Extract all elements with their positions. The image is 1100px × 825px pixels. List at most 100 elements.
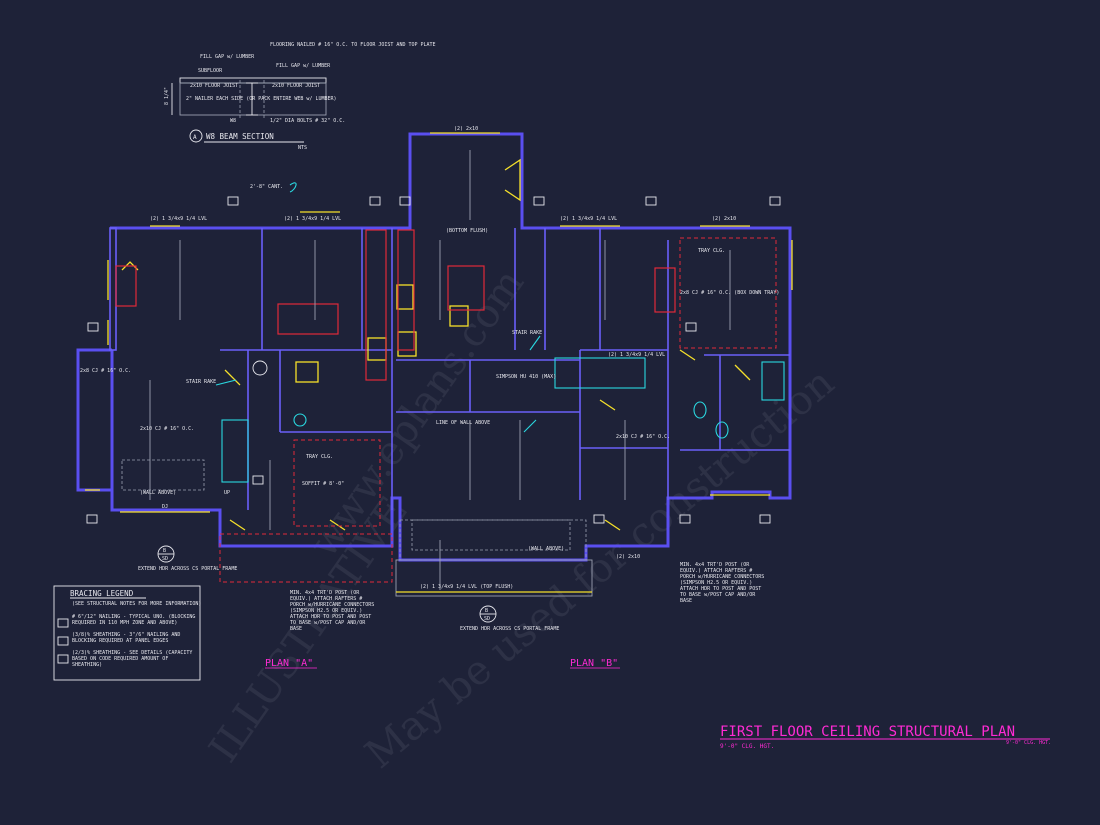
post-note-right: MIN. 4x4 TRT'D POST (OR EQUIV.) ATTACH R… bbox=[680, 562, 765, 604]
legend-symbol bbox=[57, 636, 69, 646]
bracing-tags bbox=[86, 196, 781, 524]
beam-section-scale: NTS bbox=[298, 145, 307, 151]
post-note-right-text: MIN. 4x4 TRT'D POST (OR EQUIV.) ATTACH R… bbox=[680, 562, 765, 604]
post-note-left-text: MIN. 4x4 TRT'D POST (OR EQUIV.) ATTACH R… bbox=[290, 590, 375, 632]
interior-wall bbox=[220, 228, 790, 510]
legend-subtitle: (SEE STRUCTURAL NOTES FOR MORE INFORMATI… bbox=[72, 601, 201, 607]
joist-note: 2x8 CJ # 16" O.C. (BOX DOWN TRAY) bbox=[680, 290, 779, 296]
porch-tray bbox=[219, 533, 393, 583]
legend-border bbox=[53, 585, 201, 681]
legend-item: (2/3)% SHEATHING - SEE DETAILS (CAPACITY… bbox=[72, 650, 193, 668]
tray-ceiling-note: TRAY CLG. bbox=[698, 248, 725, 254]
beam-section-detail: 8 1/4" FILL GAP w/ LUMBER FLOORING NAILE… bbox=[164, 42, 436, 151]
b1-tag bbox=[252, 475, 264, 485]
legend-item: (3/8)% SHEATHING - 3"/6" NAILING AND BLO… bbox=[72, 632, 181, 644]
door-swing bbox=[224, 349, 751, 531]
beam-note: 2x10 FLOOR JOIST bbox=[190, 83, 238, 89]
legend-title: BRACING LEGEND bbox=[70, 589, 134, 598]
stair bbox=[554, 357, 646, 389]
beam-note: FILL GAP w/ LUMBER bbox=[276, 63, 331, 69]
beam-note: 2" NAILER EACH SIDE (OR PACK ENTIRE WEB … bbox=[186, 96, 337, 102]
exterior-wall bbox=[109, 227, 117, 351]
sheet-right-note: 9'-0" CLG. HGT. bbox=[1006, 740, 1051, 746]
beam-note: 1/2" DIA BOLTS # 32" O.C. bbox=[270, 118, 345, 124]
title-block: FIRST FLOOR CEILING STRUCTURAL PLAN 9'-0… bbox=[720, 724, 1051, 750]
cant-note: 2'-8" CANT. bbox=[250, 184, 283, 190]
portal-callout-sheet: SD bbox=[484, 616, 490, 622]
b1-tag bbox=[87, 322, 99, 332]
section-callout bbox=[252, 360, 268, 376]
b1-tag bbox=[645, 196, 657, 206]
appliance bbox=[295, 361, 319, 383]
stair-rake-note: STAIR RAKE bbox=[186, 379, 216, 385]
toilet bbox=[693, 401, 707, 419]
dj-note: DJ bbox=[162, 504, 168, 510]
beam-note: FLOORING NAILED # 16" O.C. TO FLOOR JOIS… bbox=[270, 42, 436, 48]
b1-tag bbox=[679, 514, 691, 524]
sheet-title: FIRST FLOOR CEILING STRUCTURAL PLAN bbox=[720, 724, 1015, 740]
beam-depth-label: 8 1/4" bbox=[164, 87, 170, 105]
beam-note: W8 bbox=[230, 118, 236, 124]
stair-up-note: UP bbox=[224, 490, 230, 496]
bay-window bbox=[121, 261, 139, 271]
stairs-and-fixtures bbox=[215, 182, 785, 483]
beam-headers bbox=[85, 132, 793, 531]
beam-note: (2) 2x10 bbox=[616, 554, 640, 560]
section-callout-letter: A bbox=[193, 134, 197, 141]
tray-ceiling bbox=[679, 237, 777, 349]
wall-above-note: (WALL ABOVE) bbox=[528, 546, 564, 552]
sink bbox=[715, 421, 729, 439]
fireplace bbox=[654, 267, 676, 313]
legend-symbol bbox=[57, 654, 69, 664]
shower bbox=[761, 361, 785, 401]
beam-note: (2) 1 3/4x9 1/4 LVL bbox=[560, 216, 617, 222]
b1-tag bbox=[685, 322, 697, 332]
sheet-subtitle: 9'-0" CLG. HGT. bbox=[720, 743, 774, 750]
wall-note: LINE OF WALL ABOVE bbox=[436, 420, 490, 426]
tray-ceiling-note: TRAY CLG. bbox=[306, 454, 333, 460]
b1-tag bbox=[86, 514, 98, 524]
soffit-note: SOFFIT # 8'-0" bbox=[302, 481, 344, 487]
stair-rake-note: STAIR RAKE bbox=[512, 330, 542, 336]
joist-note: 2x10 CJ # 16" O.C. bbox=[140, 426, 194, 432]
beam-note: (2) 1 3/4x9 1/4 LVL bbox=[150, 216, 207, 222]
stair-wall bbox=[365, 229, 387, 381]
b1-tag bbox=[593, 514, 605, 524]
beam-note: SUBFLOOR bbox=[198, 68, 223, 74]
b1-tag bbox=[369, 196, 381, 206]
portal-note: EXTEND HDR ACROSS CS PORTAL FRAME bbox=[138, 566, 237, 572]
legend-items: # 6"/12" NAILING - TYPICAL UNO. (BLOCKIN… bbox=[72, 614, 195, 668]
stair bbox=[221, 419, 249, 483]
plan-b-label: PLAN "B" bbox=[570, 658, 618, 669]
watermark: ILLUSTRATIVE www.eplans.com May be used … bbox=[201, 261, 843, 778]
b1-tag bbox=[759, 514, 771, 524]
leader bbox=[215, 335, 541, 433]
plan-notes: 2'-8" CANT. STAIR RAKE STAIR RAKE TRAY C… bbox=[80, 126, 779, 590]
beam-section-title: W8 BEAM SECTION bbox=[206, 132, 274, 141]
post-note-left: MIN. 4x4 TRT'D POST (OR EQUIV.) ATTACH R… bbox=[290, 590, 375, 632]
b1-tag bbox=[533, 196, 545, 206]
wall-above-note: (WALL ABOVE) bbox=[140, 490, 176, 496]
legend-symbol bbox=[57, 618, 69, 628]
stair-wall bbox=[397, 229, 415, 351]
beam-note: FILL GAP w/ LUMBER bbox=[200, 54, 255, 60]
plan-labels: PLAN "A" PLAN "B" bbox=[265, 658, 620, 669]
joist-note: 2x8 CJ # 16" O.C. bbox=[80, 368, 131, 374]
tray-ceiling bbox=[293, 439, 381, 527]
tray-ceilings bbox=[115, 229, 777, 527]
beam-note: (2) 1 3/4x9 1/4 LVL bbox=[608, 352, 665, 358]
portal-frame-callouts: B SD EXTEND HDR ACROSS CS PORTAL FRAME B… bbox=[138, 545, 559, 632]
wall-above-outline bbox=[121, 459, 205, 491]
appliance bbox=[397, 331, 417, 357]
beam-note: 2x10 FLOOR JOIST bbox=[272, 83, 320, 89]
bracing-legend: BRACING LEGEND (SEE STRUCTURAL NOTES FOR… bbox=[53, 585, 201, 681]
floor-plan: 2'-8" CANT. STAIR RAKE STAIR RAKE TRAY C… bbox=[76, 126, 793, 632]
porch-outline bbox=[399, 519, 587, 561]
portal-note: EXTEND HDR ACROSS CS PORTAL FRAME bbox=[460, 626, 559, 632]
portal-callout-letter: B bbox=[163, 548, 166, 554]
fireplace bbox=[115, 265, 137, 307]
kitchen-island bbox=[447, 265, 485, 311]
wall-above-outline bbox=[411, 519, 571, 551]
plan-a-label: PLAN "A" bbox=[265, 658, 313, 669]
